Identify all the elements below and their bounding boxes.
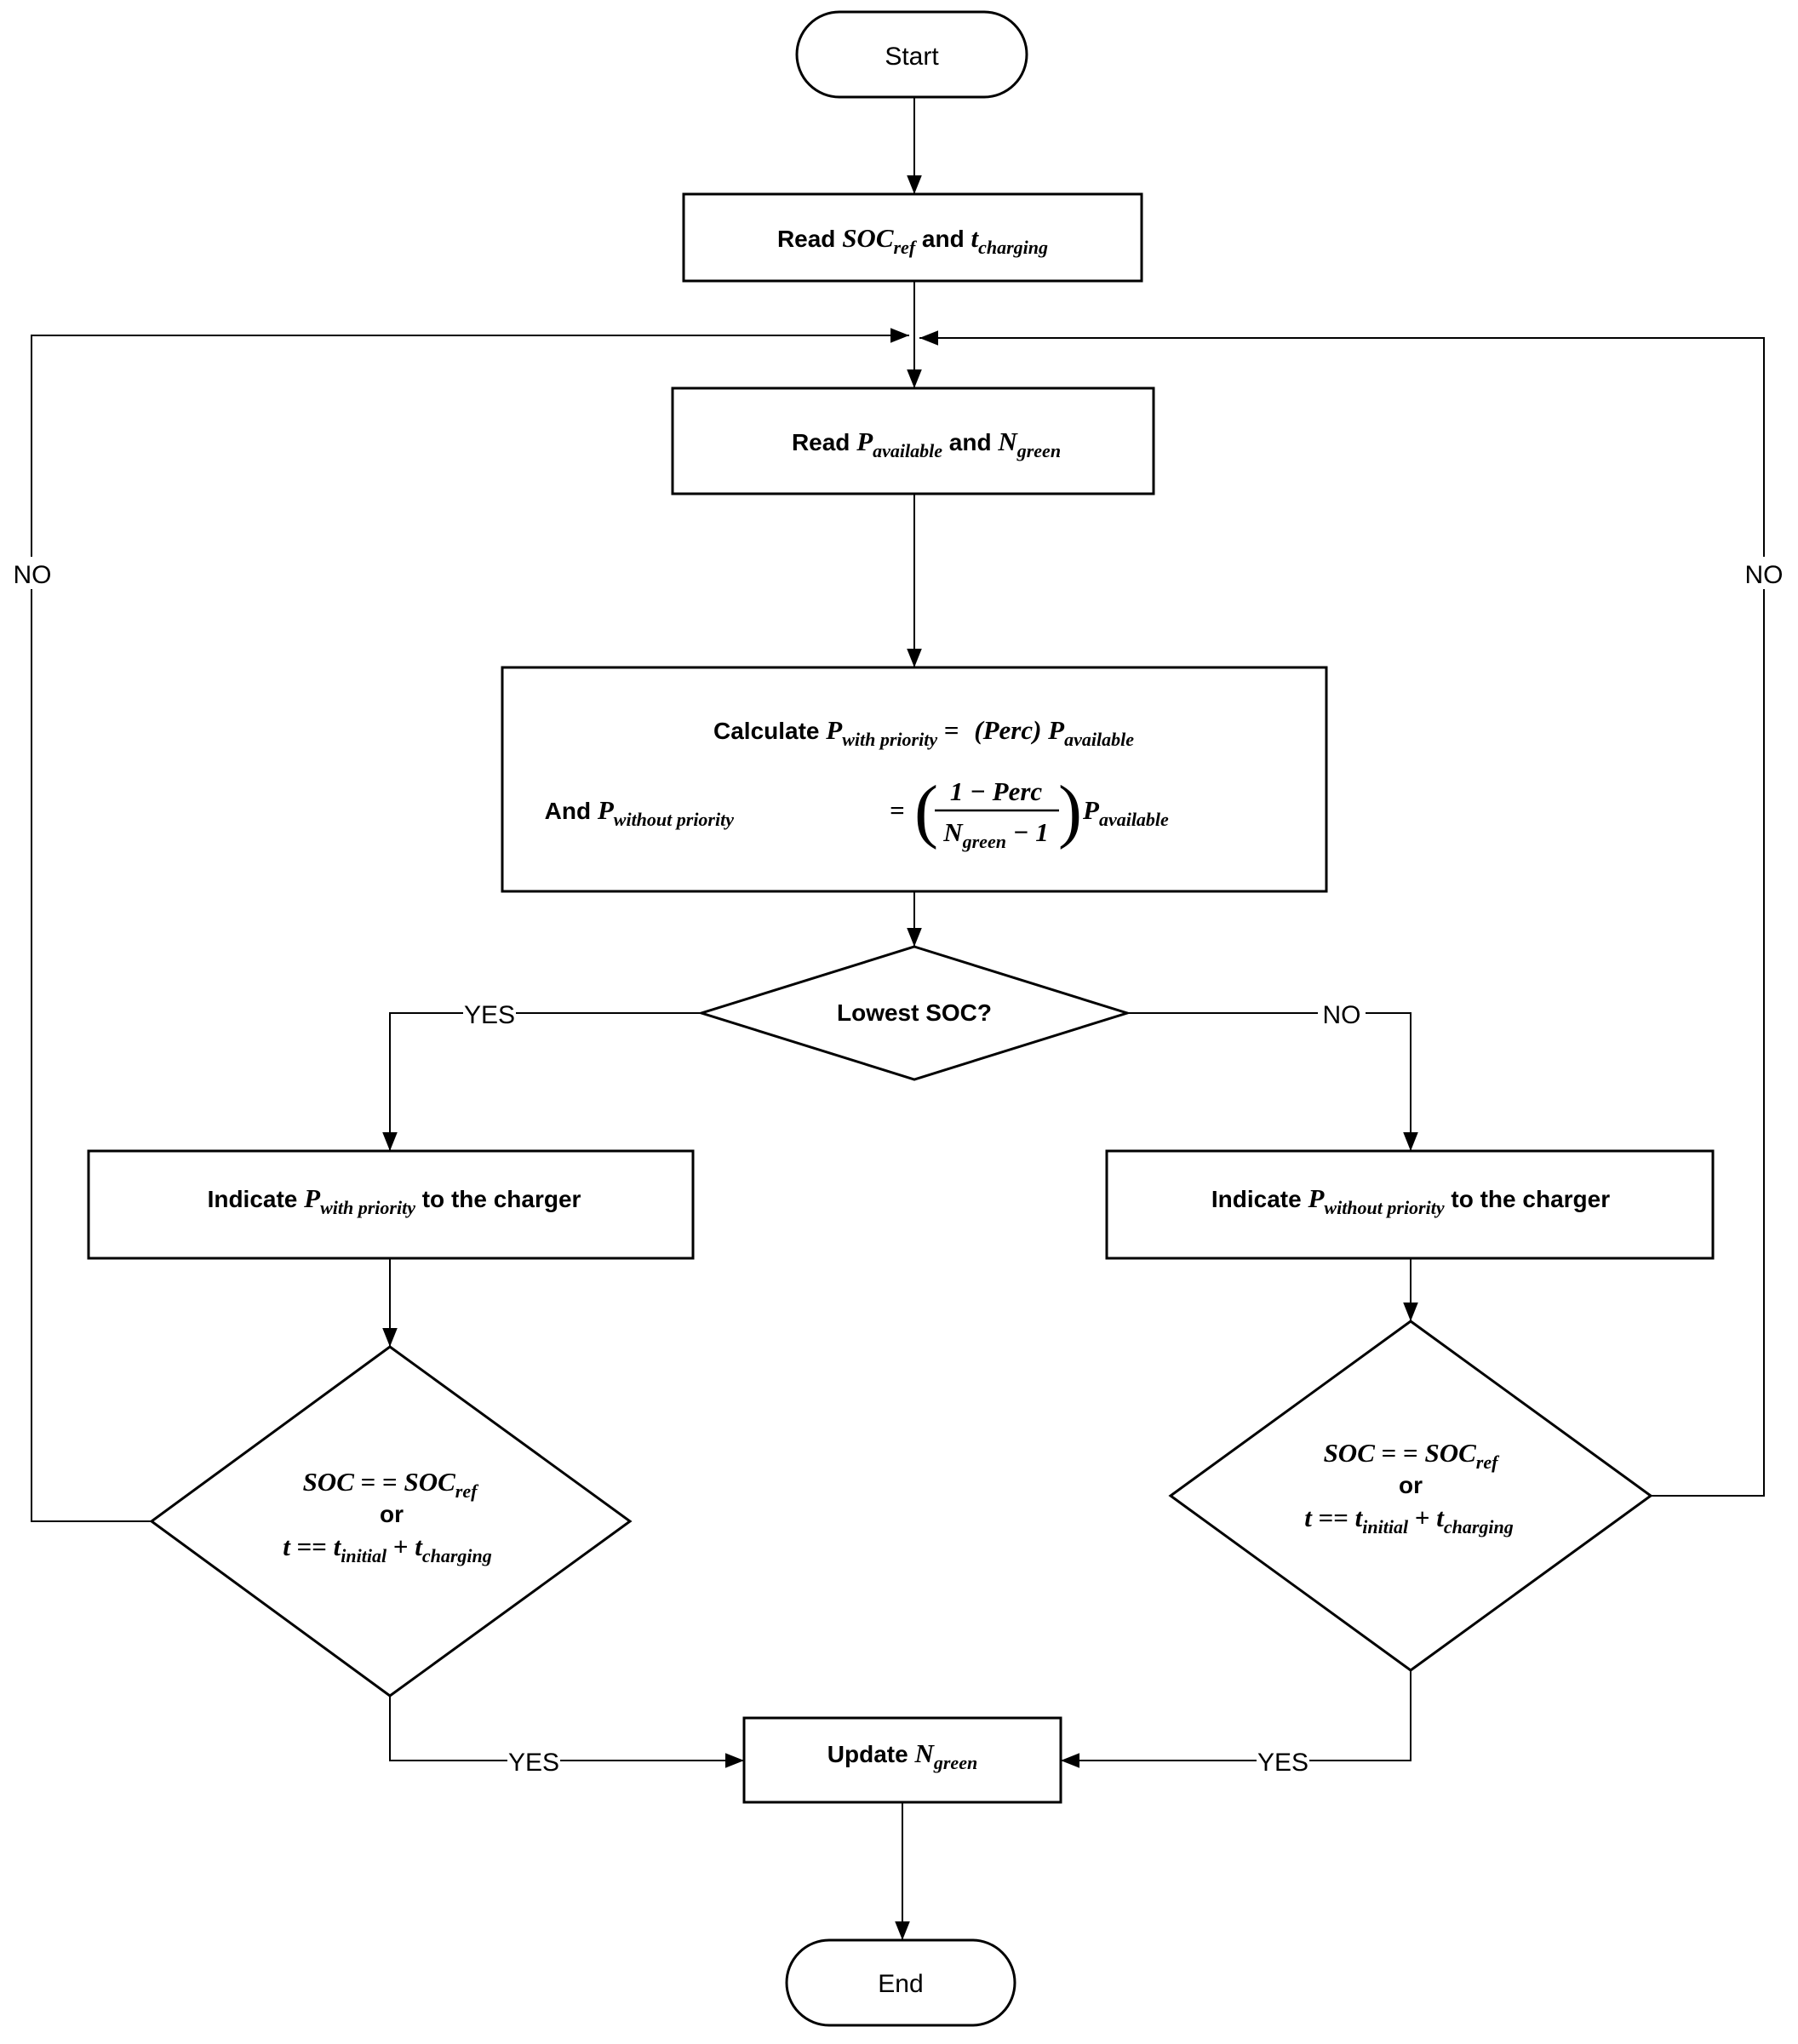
lowest-soc-label: Lowest SOC? bbox=[837, 999, 992, 1026]
label-yes-bottom-left: YES bbox=[508, 1749, 559, 1777]
edge-lowest-soc-yes bbox=[382, 1012, 701, 1151]
check-left-or: or bbox=[380, 1501, 404, 1527]
check-left-line-1: SOC = = SOCref bbox=[303, 1467, 480, 1502]
connectors bbox=[31, 97, 1765, 1940]
read-ref-node: Read SOCref and tcharging bbox=[682, 192, 1143, 283]
indicate-with-label: Indicate Pwith priority to the charger bbox=[208, 1183, 581, 1218]
label-no-left-loop: NO bbox=[14, 561, 52, 589]
read-power-label: Read Pavailable and Ngreen bbox=[792, 427, 1061, 461]
indicate-with-priority-node: Indicate Pwith priority to the charger bbox=[87, 1149, 695, 1260]
check-right-decision: SOC = = SOCref or t == tinitial + tcharg… bbox=[1168, 1320, 1653, 1672]
read-power-node: Read Pavailable and Ngreen bbox=[671, 386, 1155, 495]
label-yes-lowest: YES bbox=[464, 1001, 515, 1029]
calculate-line-2-prefix: And Pwithout priority bbox=[545, 795, 735, 830]
edge-labels: YES NO NO NO YES YES bbox=[7, 557, 1789, 1778]
label-no-lowest: NO bbox=[1323, 1001, 1361, 1029]
indicate-without-priority-node: Indicate Pwithout priority to the charge… bbox=[1105, 1149, 1715, 1260]
edge-lowest-soc-no bbox=[1127, 1012, 1418, 1151]
label-yes-bottom-right: YES bbox=[1257, 1749, 1308, 1777]
fraction-denominator: Ngreen − 1 bbox=[942, 817, 1049, 852]
start-node: Start bbox=[795, 10, 1028, 99]
edge-check-left-no-loop bbox=[31, 328, 909, 1522]
check-right-line-1: SOC = = SOCref bbox=[1324, 1438, 1501, 1473]
left-paren: ( bbox=[914, 771, 938, 850]
check-right-or: or bbox=[1399, 1472, 1423, 1498]
check-right-line-2: t == tinitial + tcharging bbox=[1304, 1503, 1514, 1537]
end-label: End bbox=[878, 1970, 923, 1998]
check-left-decision: SOC = = SOCref or t == tinitial + tcharg… bbox=[149, 1345, 633, 1698]
lowest-soc-decision: Lowest SOC? bbox=[696, 945, 1132, 1081]
read-ref-label: Read SOCref and tcharging bbox=[777, 223, 1048, 258]
update-label: Update Ngreen bbox=[827, 1738, 977, 1773]
calculate-node: Calculate Pwith priority = (Perc) Pavail… bbox=[501, 666, 1328, 893]
end-node: End bbox=[785, 1938, 1016, 2027]
check-left-line-2: t == tinitial + tcharging bbox=[283, 1532, 492, 1566]
calculate-line-2-suffix: Pavailable bbox=[1082, 795, 1169, 830]
label-no-right-loop: NO bbox=[1745, 561, 1784, 589]
update-node: Update Ngreen bbox=[742, 1716, 1062, 1804]
edge-check-right-yes bbox=[1061, 1670, 1411, 1768]
calculate-equals-2: = bbox=[890, 795, 905, 825]
indicate-without-label: Indicate Pwithout priority to the charge… bbox=[1211, 1183, 1610, 1218]
calculate-line-1: Calculate Pwith priority = (Perc) Pavail… bbox=[713, 715, 1134, 750]
start-label: Start bbox=[885, 43, 939, 71]
fraction-numerator: 1 − Perc bbox=[950, 776, 1043, 806]
edge-check-right-no-loop bbox=[919, 330, 1765, 1497]
right-paren: ) bbox=[1058, 771, 1082, 850]
edge-check-left-yes bbox=[389, 1696, 744, 1768]
